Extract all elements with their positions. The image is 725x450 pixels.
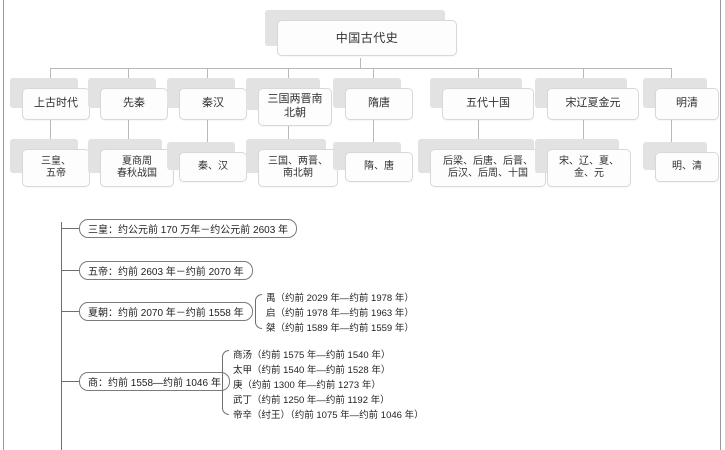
- timeline-branch-4: [61, 381, 79, 382]
- detail-label: 秦、汉: [198, 160, 228, 172]
- detail-label: 明、清: [672, 160, 702, 172]
- node-detail-5[interactable]: 隋、唐: [333, 142, 413, 188]
- node-detail-3[interactable]: 秦、汉: [167, 142, 247, 188]
- timeline-detail-line: 武丁（约前 1250 年—约前 1192 年）: [233, 395, 390, 406]
- connector-stem-8: [671, 120, 672, 149]
- period-card[interactable]: 隋唐: [345, 88, 413, 120]
- timeline-brace-3: [255, 294, 262, 329]
- detail-card[interactable]: 夏商周春秋战国: [100, 149, 174, 187]
- period-card[interactable]: 宋辽夏金元: [547, 88, 639, 120]
- node-detail-4[interactable]: 三国、两晋、南北朝: [246, 139, 338, 189]
- node-period-8[interactable]: 明清: [643, 78, 723, 120]
- period-card[interactable]: 五代十国: [442, 88, 534, 120]
- connector-root-stem: [360, 58, 361, 69]
- detail-card[interactable]: 三皇、五帝: [22, 149, 90, 187]
- period-label: 隋唐: [368, 97, 390, 110]
- timeline-pill-label: 五帝：约前 2603 年－约前 2070 年: [88, 267, 244, 278]
- detail-card[interactable]: 秦、汉: [179, 152, 247, 182]
- period-label: 秦汉: [202, 97, 224, 110]
- timeline-pill-label: 商：约前 1558—约前 1046 年: [88, 378, 221, 389]
- timeline-detail-line: 太甲（约前 1540 年—约前 1528 年）: [233, 365, 391, 376]
- node-root[interactable]: 中国古代史: [265, 10, 457, 58]
- detail-card[interactable]: 隋、唐: [345, 152, 413, 182]
- timeline-pill-2[interactable]: 五帝：约前 2603 年－约前 2070 年: [79, 261, 253, 280]
- period-label: 三国两晋南北朝: [267, 93, 323, 119]
- detail-label: 宋、辽、夏、金、元: [559, 155, 619, 180]
- page-left-rule: [3, 0, 4, 450]
- node-detail-7[interactable]: 宋、辽、夏、金、元: [535, 139, 631, 189]
- connector-stem-2: [128, 120, 129, 149]
- connector-stem-7: [583, 120, 584, 149]
- detail-label: 三国、两晋、南北朝: [268, 155, 328, 180]
- timeline-detail-line: 禹（约前 2029 年—约前 1978 年）: [266, 293, 414, 304]
- timeline-pill-4[interactable]: 商：约前 1558—约前 1046 年: [79, 372, 230, 391]
- period-label: 明清: [676, 97, 698, 110]
- period-label: 先秦: [123, 97, 145, 110]
- node-period-7[interactable]: 宋辽夏金元: [535, 78, 639, 120]
- period-card[interactable]: 上古时代: [22, 88, 90, 120]
- connector-stem-1: [50, 120, 51, 149]
- timeline-pill-1[interactable]: 三皇：约公元前 170 万年－约公元前 2603 年: [79, 219, 298, 238]
- timeline-brace-4: [222, 350, 229, 415]
- connector-bus: [50, 68, 671, 69]
- connector-stem-3: [207, 120, 208, 149]
- timeline-detail-line: 桀（约前 1589 年—约前 1559 年）: [266, 323, 414, 334]
- timeline-branch-2: [61, 270, 79, 271]
- timeline-branch-1: [61, 228, 79, 229]
- node-detail-8[interactable]: 明、清: [643, 142, 723, 188]
- root-label: 中国古代史: [335, 30, 399, 45]
- node-period-3[interactable]: 秦汉: [167, 78, 247, 120]
- node-period-4[interactable]: 三国两晋南北朝: [246, 78, 332, 126]
- page-right-rule: [720, 0, 721, 450]
- node-detail-2[interactable]: 夏商周春秋战国: [88, 139, 174, 189]
- root-card[interactable]: 中国古代史: [277, 20, 457, 56]
- detail-card[interactable]: 宋、辽、夏、金、元: [547, 149, 631, 187]
- period-card[interactable]: 秦汉: [179, 88, 247, 120]
- detail-label: 后梁、后唐、后晋、后汉、后周、十国: [443, 155, 533, 180]
- timeline-branch-3: [61, 311, 79, 312]
- period-card[interactable]: 先秦: [100, 88, 168, 120]
- timeline-details-3: 禹（约前 2029 年—约前 1978 年） 启（约前 1978 年—约前 19…: [266, 291, 414, 336]
- node-detail-1[interactable]: 三皇、五帝: [10, 139, 90, 189]
- detail-card[interactable]: 三国、两晋、南北朝: [258, 149, 338, 187]
- node-detail-6[interactable]: 后梁、后唐、后晋、后汉、后周、十国: [418, 139, 546, 189]
- detail-label: 夏商周春秋战国: [117, 155, 157, 180]
- timeline-details-4: 商汤（约前 1575 年—约前 1540 年） 太甲（约前 1540 年—约前 …: [233, 348, 424, 423]
- detail-label: 隋、唐: [364, 160, 394, 172]
- timeline-pill-label: 夏朝：约前 2070 年－约前 1558 年: [88, 308, 244, 319]
- period-label: 宋辽夏金元: [565, 97, 621, 110]
- detail-card[interactable]: 后梁、后唐、后晋、后汉、后周、十国: [430, 149, 546, 187]
- connector-stem-6: [478, 120, 479, 149]
- timeline-pill-label: 三皇：约公元前 170 万年－约公元前 2603 年: [88, 225, 289, 236]
- period-label: 五代十国: [466, 97, 510, 110]
- node-period-1[interactable]: 上古时代: [10, 78, 90, 120]
- period-label: 上古时代: [34, 97, 78, 110]
- detail-label: 三皇、五帝: [41, 155, 71, 180]
- timeline-pill-3[interactable]: 夏朝：约前 2070 年－约前 1558 年: [79, 302, 253, 321]
- period-card[interactable]: 明清: [655, 88, 719, 120]
- timeline-detail-line: 启（约前 1978 年—约前 1963 年）: [266, 308, 414, 319]
- period-card[interactable]: 三国两晋南北朝: [258, 88, 332, 126]
- timeline-detail-line: 庚（约前 1300 年—约前 1273 年）: [233, 380, 381, 391]
- node-period-5[interactable]: 隋唐: [333, 78, 413, 120]
- detail-card[interactable]: 明、清: [655, 152, 719, 182]
- timeline-trunk: [61, 222, 62, 450]
- node-period-2[interactable]: 先秦: [88, 78, 168, 120]
- connector-stem-4: [288, 126, 289, 149]
- timeline-detail-line: 商汤（约前 1575 年—约前 1540 年）: [233, 350, 391, 361]
- connector-stem-5: [373, 120, 374, 149]
- timeline-detail-line: 帝辛（纣王）（约前 1075 年—约前 1046 年）: [233, 410, 424, 421]
- node-period-6[interactable]: 五代十国: [430, 78, 534, 120]
